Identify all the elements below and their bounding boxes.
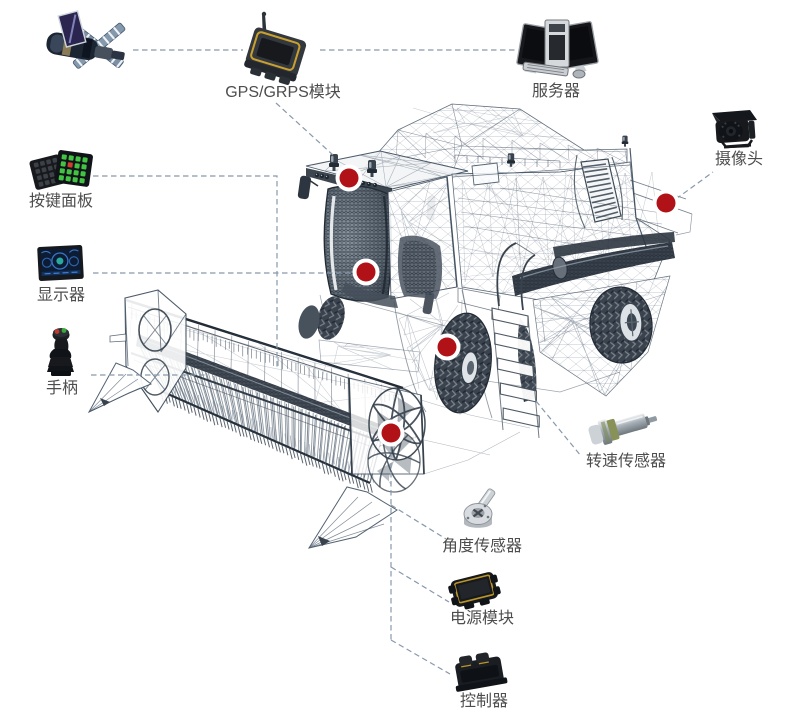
svg-text:转速传感器: 转速传感器	[586, 452, 666, 470]
svg-text:摄像头: 摄像头	[715, 150, 763, 168]
svg-text:控制器: 控制器	[460, 692, 508, 710]
svg-text:显示器: 显示器	[37, 286, 85, 304]
svg-text:电源模块: 电源模块	[450, 609, 514, 627]
svg-text:角度传感器: 角度传感器	[442, 537, 522, 555]
svg-text:手柄: 手柄	[46, 379, 78, 397]
svg-text:按键面板: 按键面板	[29, 192, 93, 210]
svg-text:GPS/GRPS模块: GPS/GRPS模块	[225, 83, 341, 101]
svg-text:服务器: 服务器	[532, 82, 580, 100]
